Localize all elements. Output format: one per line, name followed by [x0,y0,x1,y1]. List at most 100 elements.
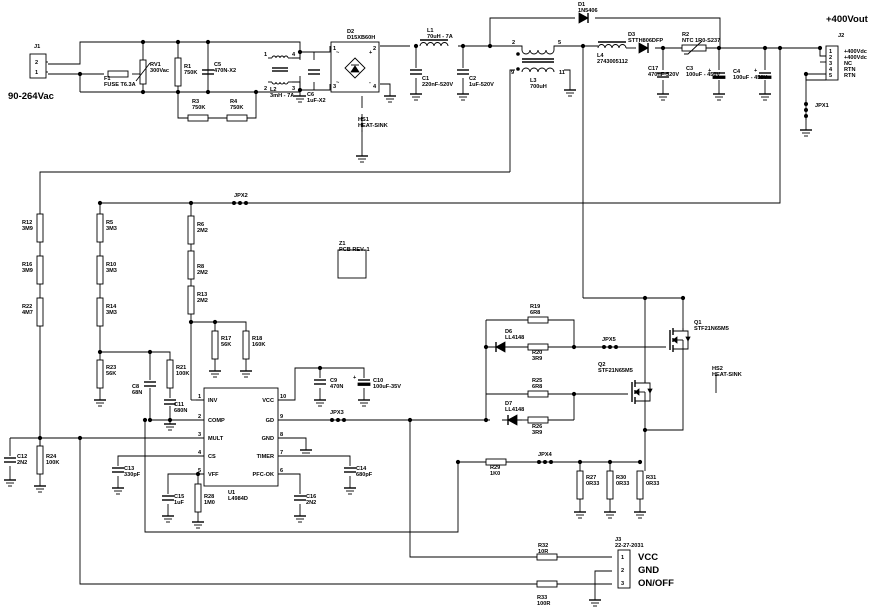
ground-symbol [294,92,306,103]
ref-designator: C14 [356,466,367,472]
junction-dot [413,43,419,49]
ref-designator: R23 [106,365,116,371]
ref-designator: C4 [733,69,741,75]
part-value: 100uF - 450V [686,72,720,78]
ground-symbol [564,86,576,97]
part-value: 6R8 [530,310,540,316]
pin-number: 3 [621,581,624,587]
ref-designator: D1 [578,2,585,8]
wires [9,17,826,596]
junction-dot [580,43,586,49]
ref-designator: R27 [586,475,596,481]
pin-number: 2 [621,568,624,574]
junction-dot [188,200,194,206]
part-value: STF21N65M5 [694,326,729,332]
svg-text:-: - [369,80,371,86]
svg-text:+: + [754,68,758,74]
part-value: 3M9 [22,268,33,274]
ref-designator: D6 [505,329,512,335]
part-jpx4: JPX4 [535,452,555,464]
junction-dot [77,71,83,77]
part-value: 0R33 [646,481,659,487]
ref-designator: R3 [192,99,199,105]
ref-designator: R20 [532,350,542,356]
pin-name: NC [844,61,852,67]
part-value: LL4148 [505,335,524,341]
junction-dot [483,417,489,423]
pin-number: 4 [292,52,296,58]
pin-number: 2 [264,86,267,92]
ground-symbol [713,90,725,101]
ref-designator: R17 [221,336,231,342]
junction-dot [817,45,823,51]
junction-dot [317,365,323,371]
part-value: HEAT-SINK [712,372,742,378]
ground-symbol [604,508,616,519]
ref-designator: R2 [682,32,689,38]
part-value: 2N2 [306,500,316,506]
svg-text:+: + [353,375,357,381]
ground-symbol [574,508,586,519]
junction-dot [297,49,303,55]
ref-designator: D3 [628,32,635,38]
ic-pin-number: 2 [198,414,201,420]
ground-symbol [356,152,368,163]
pin-number: 1 [333,46,336,52]
ic-pin-name: VCC [262,398,274,404]
part-value: 10R [538,549,548,555]
pin-number: 5 [829,73,832,79]
junction-dot [607,459,613,465]
ref-designator: C8 [132,384,139,390]
ic-pin-number: 6 [280,468,283,474]
pin-number: 3 [829,61,832,67]
pin-name: GND [638,565,659,576]
junction-dot [253,89,259,95]
ref-designator: C16 [306,494,316,500]
ic-pin-number: 8 [280,432,283,438]
ref-designator: R26 [532,424,542,430]
ic-pin-name: INV [208,398,218,404]
ground-symbol [164,420,176,431]
ground-symbol [162,512,174,523]
pin-number: 2 [35,60,38,66]
ground-symbol [209,367,221,378]
ref-designator: R24 [46,454,57,460]
part-value: 6R8 [532,384,542,390]
ground-symbol [410,90,422,101]
ref-designator: R6 [197,222,204,228]
part-value: D15XB60H [347,35,375,41]
ref-designator: R13 [197,292,207,298]
ic-pin-name: CS [208,454,216,460]
ic-value: L4984D [228,496,248,502]
pin-number: 1 [829,49,832,55]
ref-designator: D2 [347,29,354,35]
part-value: STF21N65M5 [598,368,633,374]
ref-designator: R25 [532,378,542,384]
ref-designator: R19 [530,304,540,310]
junction-dot [188,319,194,325]
part-value: 470nF-520V [648,72,679,78]
part-value: 3R9 [532,430,542,436]
junction-dot [212,319,218,325]
ic-pin-name: MULT [208,436,224,442]
junction-dot [147,417,153,423]
part-jpx1: JPX1 [804,100,829,120]
part-value: 1uF [174,500,185,506]
